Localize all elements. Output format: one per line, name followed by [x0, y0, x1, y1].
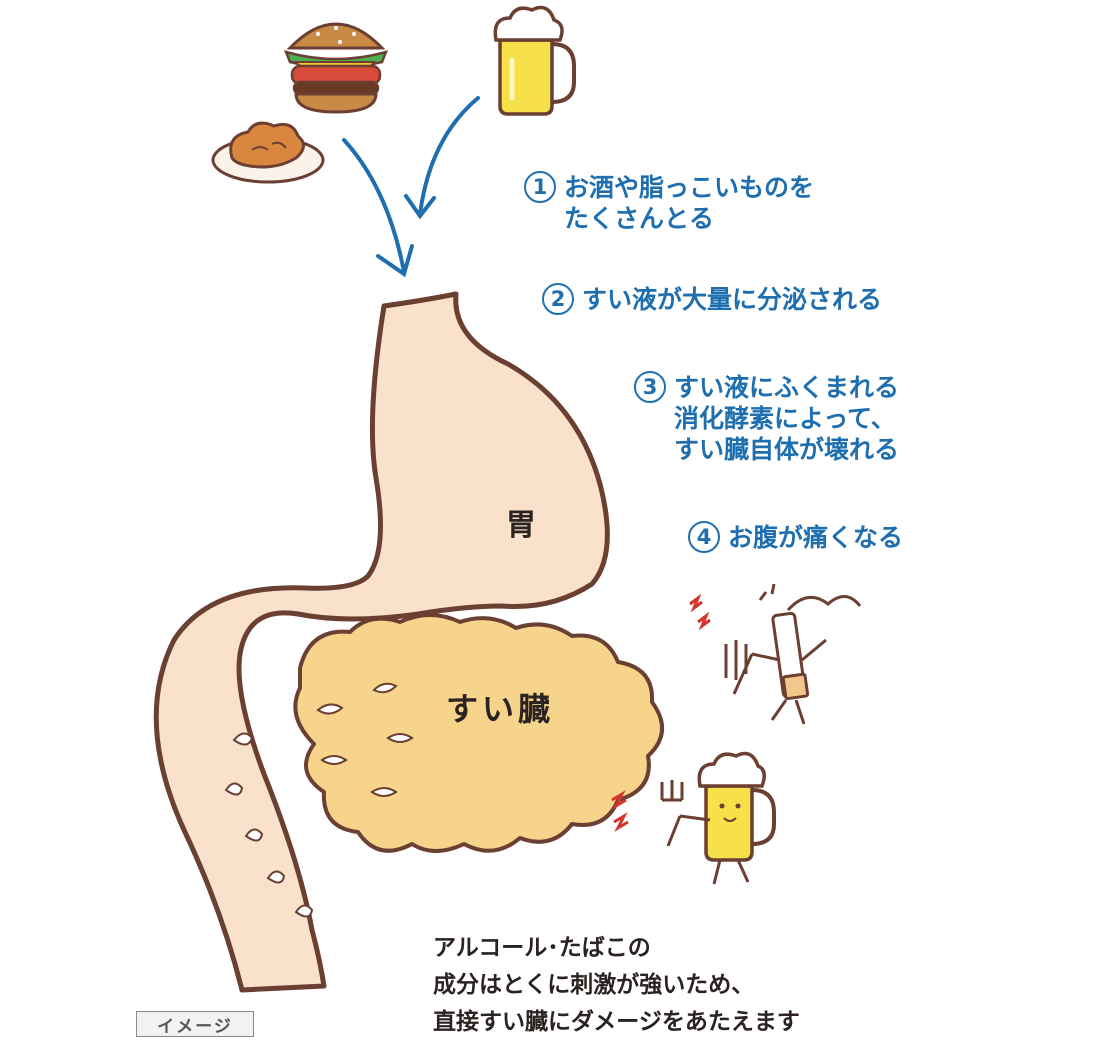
- step-4-number: 4: [688, 521, 720, 553]
- fried-chicken-icon: [211, 121, 325, 184]
- step-3-number: 3: [634, 371, 666, 403]
- step-2: 2 すい液が大量に分泌される: [542, 283, 883, 315]
- intake-arrows: [342, 96, 480, 278]
- step-1-text: お酒や脂っこいものを たくさんとる: [564, 173, 815, 233]
- pancreas-label: すい臓: [446, 690, 555, 728]
- step-3-text: すい液にふくまれる 消化酵素によって、 すい臓自体が壊れる: [674, 373, 900, 464]
- image-badge: イメージ: [136, 1011, 254, 1037]
- step-3: 3 すい液にふくまれる 消化酵素によって、 すい臓自体が壊れる: [634, 371, 900, 465]
- step-2-number: 2: [542, 283, 574, 315]
- note-line-3: 直接すい臓にダメージをあたえます: [433, 1009, 800, 1035]
- step-4-text: お腹が痛くなる: [728, 523, 904, 552]
- shock-icon: [611, 593, 711, 832]
- step-1-number: 1: [524, 171, 556, 203]
- beer-character-icon: [660, 751, 776, 885]
- step-2-text: すい液が大量に分泌される: [582, 285, 883, 314]
- note-line-1: アルコール･たばこの: [433, 935, 651, 961]
- pancreas-shape: [224, 613, 665, 918]
- stomach-shape: [153, 291, 610, 993]
- beer-mug-icon: [493, 5, 576, 116]
- step-4: 4 お腹が痛くなる: [688, 521, 904, 553]
- note-text: アルコール･たばこの 成分はとくに刺激が強いため、 直接すい臓にダメージをあたえ…: [433, 930, 800, 1041]
- note-line-2: 成分はとくに刺激が強いため、: [433, 972, 755, 998]
- hamburger-icon: [283, 22, 389, 114]
- stomach-label: 胃: [506, 508, 536, 543]
- step-1: 1 お酒や脂っこいものを たくさんとる: [524, 171, 815, 234]
- cigarette-character-icon: [724, 583, 862, 725]
